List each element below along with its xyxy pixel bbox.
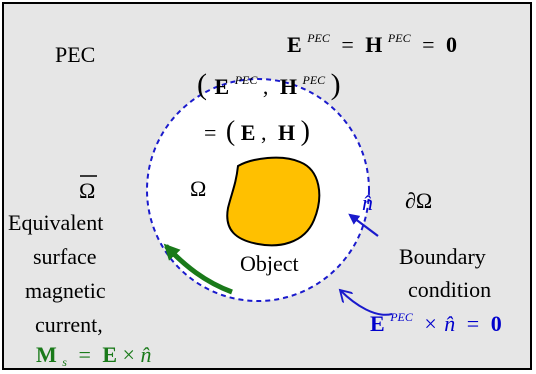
top-equation: E PEC = H PEC = 0 bbox=[287, 22, 457, 57]
eh-close: ) bbox=[301, 116, 310, 147]
top-eq-eq2: = bbox=[422, 32, 434, 57]
pair-e-sup: PEC bbox=[234, 73, 259, 87]
pair-open: ( bbox=[197, 68, 207, 101]
ms-times: × bbox=[123, 342, 135, 367]
top-eq-zero: 0 bbox=[446, 32, 457, 57]
top-eq-eq1: = bbox=[341, 32, 353, 57]
eh-field-pair: = ( E , H ) bbox=[204, 116, 310, 147]
top-eq-e-sup: PEC bbox=[306, 31, 331, 45]
bc-e: E bbox=[370, 311, 385, 336]
pair-close: ) bbox=[331, 68, 341, 101]
eh-open: ( bbox=[226, 116, 235, 147]
right-text-line-2: condition bbox=[408, 277, 491, 302]
bc-zero: 0 bbox=[491, 311, 502, 336]
bc-e-sup: PEC bbox=[389, 310, 414, 324]
left-text-line-4: current, bbox=[35, 312, 103, 337]
left-text-line-2: surface bbox=[33, 244, 97, 269]
pec-label: PEC bbox=[55, 42, 95, 67]
top-eq-h: H bbox=[365, 32, 382, 57]
current-arrow bbox=[163, 243, 233, 295]
eh-h: H bbox=[278, 120, 295, 145]
left-text-line-3: magnetic bbox=[25, 278, 106, 303]
pec-field-pair: ( E PEC , H PEC ) bbox=[197, 64, 341, 101]
normal-arrow bbox=[348, 213, 379, 237]
normal-label: n̂ bbox=[362, 190, 373, 215]
pair-h-sup: PEC bbox=[301, 73, 326, 87]
bc-eq: = bbox=[467, 311, 479, 336]
omega-label: Ω bbox=[190, 176, 206, 201]
ms-n: n̂ bbox=[140, 342, 151, 367]
top-eq-e: E bbox=[287, 32, 302, 57]
bc-formula: E PEC × n̂ = 0 bbox=[370, 301, 502, 336]
object-label: Object bbox=[240, 251, 299, 276]
bc-times: × bbox=[424, 311, 436, 336]
ms-sub: s bbox=[62, 355, 67, 369]
eh-eq: = bbox=[204, 120, 216, 145]
eh-comma: , bbox=[261, 120, 267, 145]
top-eq-h-sup: PEC bbox=[387, 31, 412, 45]
ms-formula: M s = E × n̂ bbox=[36, 342, 151, 371]
pair-h: H bbox=[280, 74, 297, 99]
ms-m: M bbox=[36, 342, 57, 367]
pair-comma: , bbox=[263, 74, 269, 99]
pair-e: E bbox=[215, 74, 230, 99]
bc-pointer-arrow bbox=[340, 290, 393, 316]
object-shape bbox=[226, 156, 321, 247]
ms-e: E bbox=[102, 342, 117, 367]
right-text-line-1: Boundary bbox=[399, 244, 486, 269]
omega-bar-label: Ω bbox=[79, 178, 95, 203]
eh-e: E bbox=[241, 120, 256, 145]
bc-n: n̂ bbox=[444, 311, 455, 336]
boundary-label: ∂Ω bbox=[405, 188, 432, 213]
left-text-line-1: Equivalent bbox=[8, 210, 103, 235]
ms-eq: = bbox=[78, 342, 90, 367]
